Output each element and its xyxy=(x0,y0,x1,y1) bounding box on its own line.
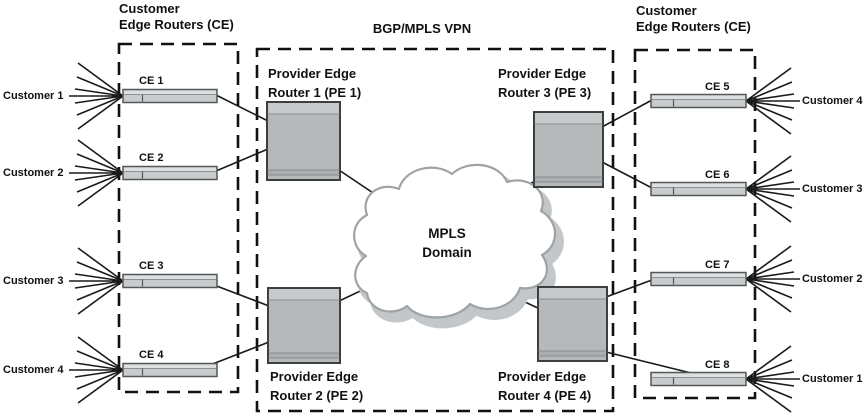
pe3-label-line2: Router 3 (PE 3) xyxy=(498,85,592,100)
ce5-label: CE 5 xyxy=(705,81,730,93)
customer-1-right-fan-lines xyxy=(745,345,800,413)
ce5-router-shape xyxy=(650,93,747,109)
ce6-router-shape xyxy=(650,181,747,197)
ce1-router-shape xyxy=(122,88,218,104)
pe3-label-line1: Provider Edge xyxy=(498,66,587,81)
pe2-label: Provider Edge Router 2 (PE 2) xyxy=(270,367,363,405)
ce4-router-shape xyxy=(122,362,218,378)
customer-right-4-label: Customer 4 xyxy=(802,95,863,107)
vpn-title: BGP/MPLS VPN xyxy=(372,21,472,36)
pe3-label: Provider Edge Router 3 (PE 3) xyxy=(498,64,591,102)
customer-left-1-label: Customer 1 xyxy=(3,90,64,102)
link-ce7-pe4 xyxy=(605,279,653,298)
pe1-label-line1: Provider Edge xyxy=(268,66,357,81)
bgp-mpls-vpn-border xyxy=(255,47,615,413)
pe4-label-line2: Router 4 (PE 4) xyxy=(498,388,592,403)
mpls-domain-label-line1: MPLS xyxy=(428,226,466,241)
customer-3-right-fan-lines xyxy=(745,155,800,223)
customer-1-left-fan-lines xyxy=(69,62,124,130)
pe1-label: Provider Edge Router 1 (PE 1) xyxy=(268,64,361,102)
link-ce6-pe3 xyxy=(601,161,653,189)
pe2-router-box xyxy=(267,287,341,364)
ce-right-group-border xyxy=(633,48,757,400)
customer-2-left-fan-lines xyxy=(69,139,124,207)
ce6-label: CE 6 xyxy=(705,169,730,181)
ce-right-group-title-line2: Edge Routers (CE) xyxy=(636,19,751,34)
ce2-router-shape xyxy=(122,165,218,181)
ce-left-group-title-line2: Edge Routers (CE) xyxy=(119,17,234,32)
mpls-cloud xyxy=(353,163,564,329)
ce3-router-shape xyxy=(122,273,218,289)
link-ce2-pe1 xyxy=(215,148,269,172)
customer-4-left-fan-lines xyxy=(69,336,124,404)
pe4-router-box xyxy=(537,286,608,362)
customer-left-3-label: Customer 3 xyxy=(3,275,64,287)
link-ce4-pe2 xyxy=(209,341,270,366)
link-ce3-pe2 xyxy=(213,284,270,307)
ce-left-group-title-line1: Customer xyxy=(119,1,180,16)
customer-2-right-fan-lines xyxy=(745,245,800,313)
customer-right-1-label: Customer 1 xyxy=(802,373,863,385)
link-ce8-pe4 xyxy=(605,351,692,374)
customer-right-3-label: Customer 3 xyxy=(802,183,863,195)
customer-3-left-fan-lines xyxy=(69,247,124,315)
ce8-router-shape xyxy=(650,371,747,387)
ce-left-group-title: Customer Edge Routers (CE) xyxy=(119,1,234,33)
ce7-label: CE 7 xyxy=(705,259,730,271)
pe2-label-line2: Router 2 (PE 2) xyxy=(270,388,364,403)
ce7-router-shape xyxy=(650,271,747,287)
pe2-label-line1: Provider Edge xyxy=(270,369,359,384)
ce8-label: CE 8 xyxy=(705,359,730,371)
mpls-domain-label: MPLS Domain xyxy=(397,224,497,262)
pe4-label-line1: Provider Edge xyxy=(498,369,587,384)
ce2-label: CE 2 xyxy=(139,152,164,164)
pe1-label-line2: Router 1 (PE 1) xyxy=(268,85,362,100)
ce-right-group-title-line1: Customer xyxy=(636,3,697,18)
ce1-label: CE 1 xyxy=(139,75,164,87)
pe1-router-box xyxy=(266,101,341,181)
link-ce5-pe3 xyxy=(601,99,653,128)
ce-left-group-border xyxy=(117,42,240,394)
cloud-outline xyxy=(353,163,557,319)
customer-left-4-label: Customer 4 xyxy=(3,364,64,376)
ce-right-group-title: Customer Edge Routers (CE) xyxy=(636,3,751,35)
ce4-label: CE 4 xyxy=(139,349,164,361)
pe3-router-box xyxy=(533,111,604,188)
ce3-label: CE 3 xyxy=(139,260,164,272)
customer-right-2-label: Customer 2 xyxy=(802,273,863,285)
customer-4-right-fan-lines xyxy=(745,67,800,135)
mpls-domain-label-line2: Domain xyxy=(422,245,472,260)
customer-left-2-label: Customer 2 xyxy=(3,167,64,179)
pe4-label: Provider Edge Router 4 (PE 4) xyxy=(498,367,591,405)
link-ce1-pe1 xyxy=(215,94,269,122)
